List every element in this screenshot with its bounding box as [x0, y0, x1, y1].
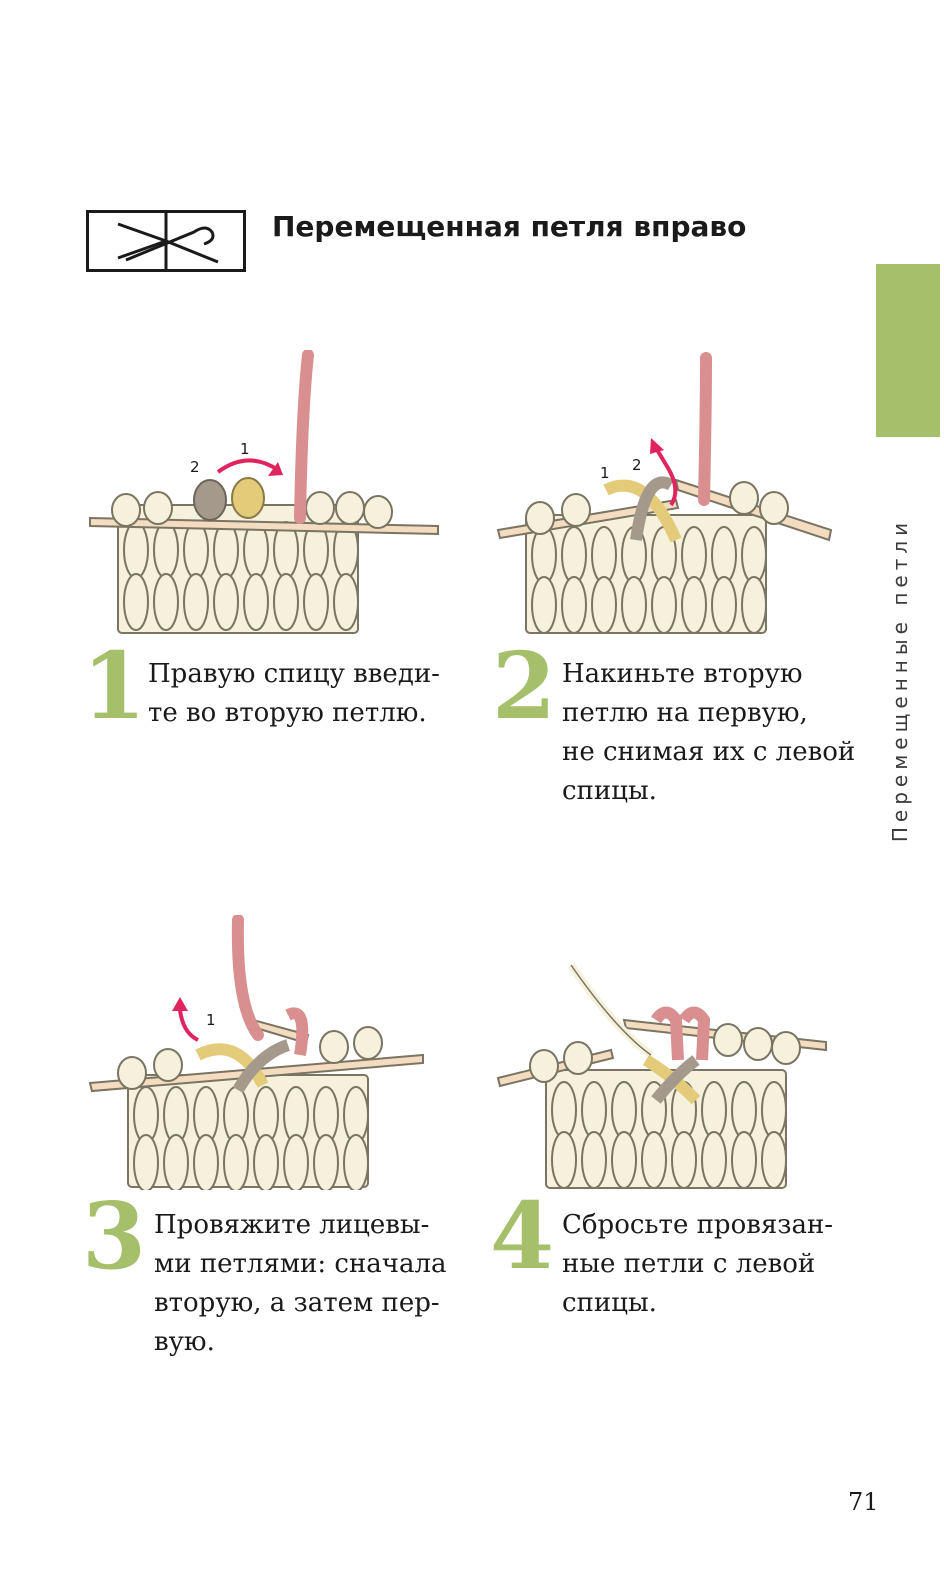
- knitting-chart-symbol-icon: [86, 210, 246, 272]
- step-3-text: Провяжите лицевы- ми петлями: сначала вт…: [154, 1210, 447, 1357]
- step-3-illustration: 1: [88, 915, 424, 1190]
- step-2-text: Накиньте вторую петлю на первую, не сним…: [562, 659, 856, 806]
- page-title: Перемещенная петля вправо: [272, 210, 747, 243]
- annotation-2: 2: [632, 456, 642, 474]
- annotation-2: 2: [190, 458, 200, 476]
- step-4-text: Сбросьте провязан- ные петли с левой спи…: [562, 1210, 834, 1318]
- section-tab: [876, 264, 940, 437]
- section-label-text: Перемещенные петли: [888, 517, 912, 843]
- step-1-text: Правую спицу введи- те во вторую петлю.: [148, 659, 440, 728]
- section-label: Перемещенные петли: [880, 515, 920, 845]
- annotation-1: 1: [600, 464, 610, 482]
- page-number: 71: [848, 1488, 879, 1516]
- step-1-number: 1: [82, 632, 147, 740]
- annotation-1: 1: [240, 440, 250, 458]
- step-1-illustration: 2 1: [89, 350, 439, 634]
- annotation-1: 1: [206, 1011, 216, 1029]
- step-2-illustration: 1 2: [496, 352, 833, 634]
- curved-arrow-icon: [654, 446, 678, 507]
- step-2-number: 2: [492, 632, 557, 740]
- curved-arrow-icon: [178, 1009, 199, 1042]
- step-3-number: 3: [82, 1182, 147, 1290]
- step-4-illustration: [496, 962, 827, 1189]
- curved-arrow-icon: [216, 458, 280, 474]
- step-4-number: 4: [490, 1182, 555, 1290]
